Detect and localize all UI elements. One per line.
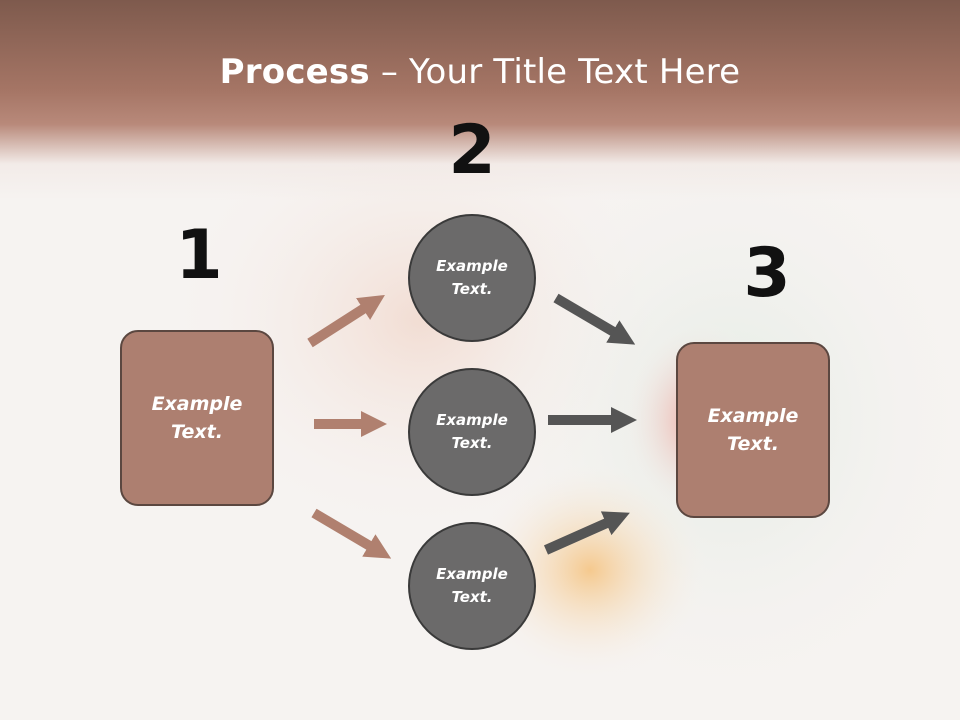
title-band bbox=[0, 0, 960, 200]
circle-2-line1: Example bbox=[436, 410, 508, 429]
step-number-3: 3 bbox=[743, 234, 791, 313]
circle-3-line1: Example bbox=[436, 564, 508, 583]
arrow-to-circle-3 bbox=[311, 508, 392, 559]
page-title: Process – Your Title Text Here bbox=[0, 52, 960, 92]
left-box-line2: Text. bbox=[171, 421, 223, 443]
arrow-from-circle-3 bbox=[543, 511, 630, 555]
right-box-line2: Text. bbox=[727, 433, 779, 455]
left-box: Example Text. bbox=[120, 330, 274, 506]
title-rest: Your Title Text Here bbox=[409, 52, 741, 92]
step-number-2: 2 bbox=[448, 111, 496, 190]
arrow-from-circle-1 bbox=[553, 293, 636, 345]
arrow-to-circle-1 bbox=[307, 294, 385, 348]
circle-1-line1: Example bbox=[436, 256, 508, 275]
circle-2-line2: Text. bbox=[451, 434, 493, 452]
circle-1-line2: Text. bbox=[451, 280, 493, 298]
right-box: Example Text. bbox=[676, 342, 830, 518]
right-box-line1: Example bbox=[707, 404, 799, 427]
circle-1: Example Text. bbox=[408, 214, 536, 342]
step-number-1: 1 bbox=[175, 216, 223, 295]
circle-3: Example Text. bbox=[408, 522, 536, 650]
circle-2: Example Text. bbox=[408, 368, 536, 496]
title-bold: Process bbox=[219, 52, 370, 92]
left-box-line1: Example bbox=[151, 392, 243, 415]
circle-3-line2: Text. bbox=[451, 588, 493, 606]
title-separator: – bbox=[369, 52, 410, 92]
